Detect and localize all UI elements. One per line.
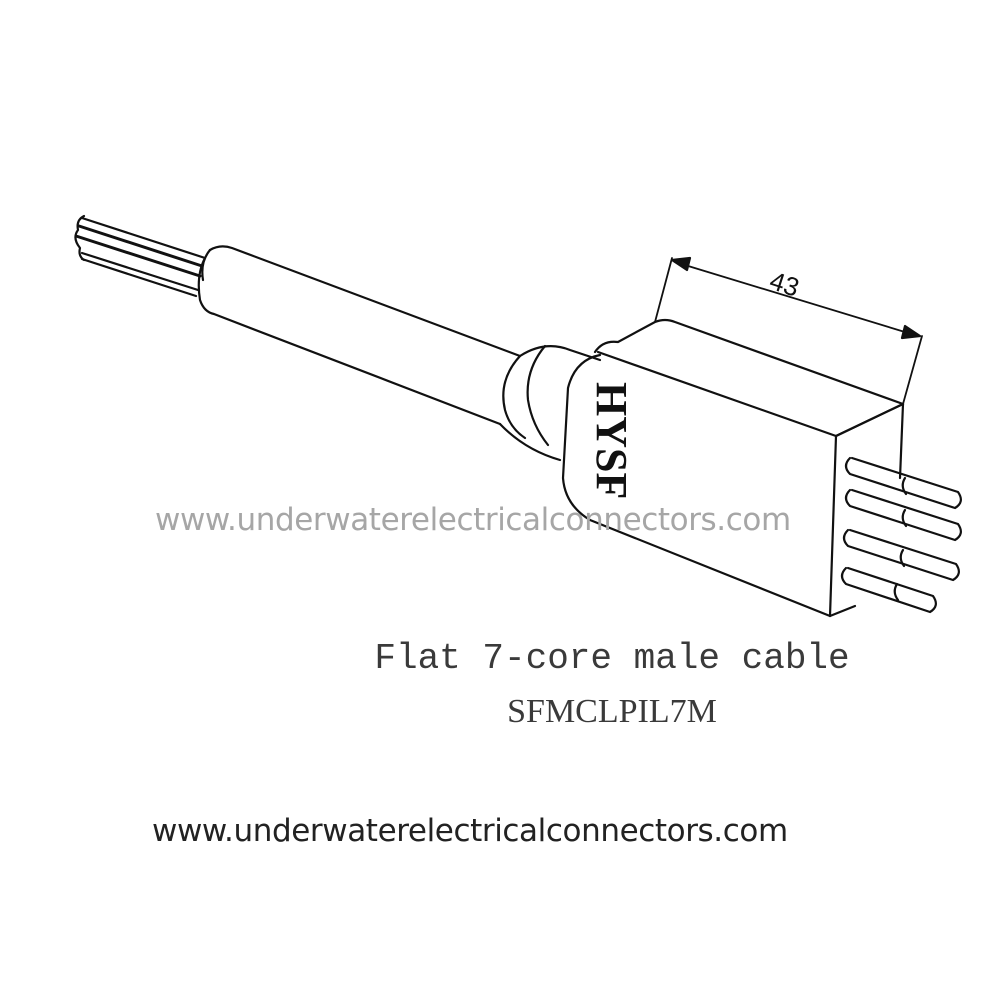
footer-url-link[interactable]: www.underwaterelectricalconnectors.com [152, 813, 788, 849]
strain-relief-icon [498, 344, 602, 462]
watermark-url: www.underwaterelectricalconnectors.com [155, 502, 791, 538]
wire-strands-icon [74, 214, 207, 298]
cable-jacket-icon [197, 245, 522, 426]
connector-pins-icon [840, 456, 962, 614]
hysf-logo: HYSF [587, 382, 636, 499]
dimension-43-icon [654, 256, 923, 405]
dimension-label: 43 [766, 265, 803, 302]
part-number: SFMCLPIL7M [507, 693, 717, 730]
product-title: Flat 7-core male cable [374, 638, 850, 679]
